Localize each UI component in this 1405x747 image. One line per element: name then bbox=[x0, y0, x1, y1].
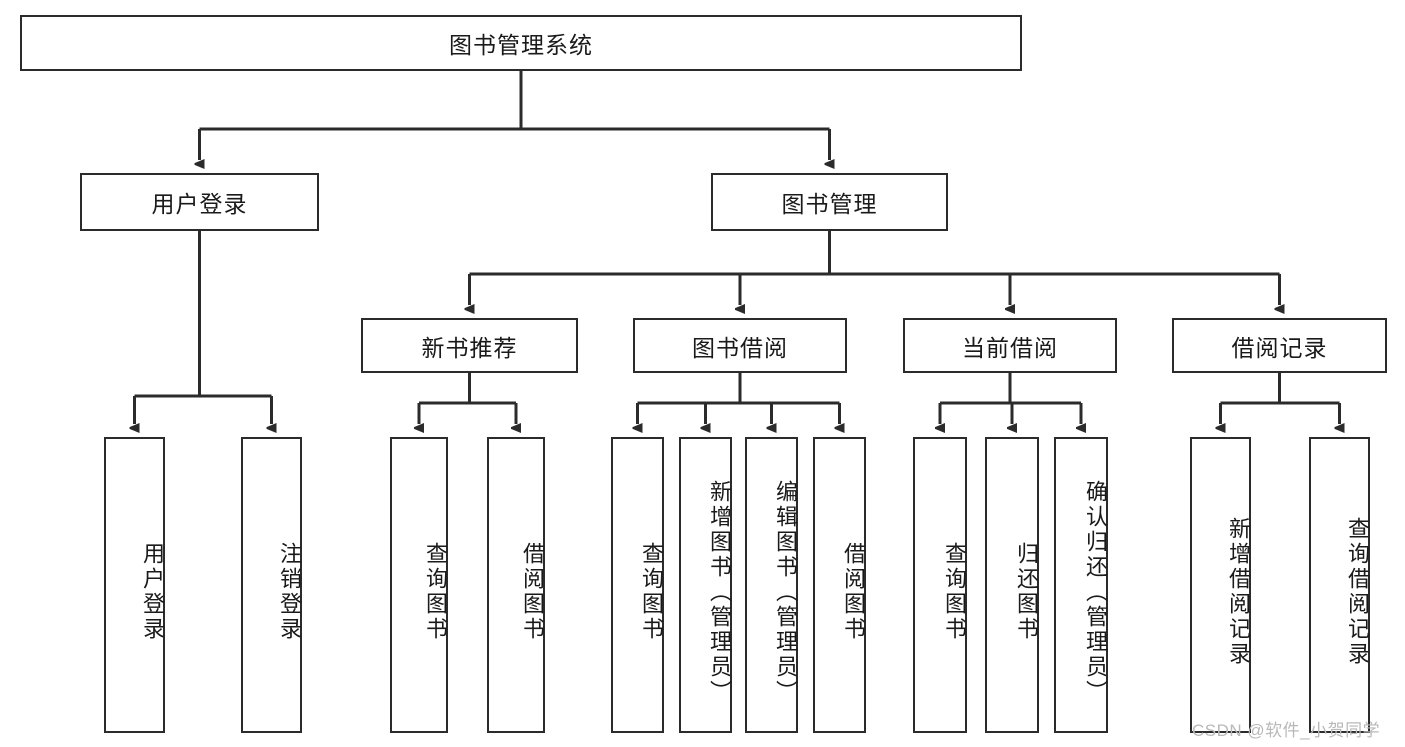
node-leaf-borrow-book-recommend[interactable]: 借阅图书 bbox=[487, 437, 545, 733]
node-leaf-return-book[interactable]: 归还图书 bbox=[985, 437, 1039, 733]
node-book-manage-label: 图书管理 bbox=[781, 191, 878, 217]
node-leaf-confirm-return-admin-label: 确认归还（管理员） bbox=[1083, 479, 1108, 705]
node-leaf-query-book-recommend-label: 查询图书 bbox=[423, 542, 448, 642]
node-leaf-user-login[interactable]: 用户登录 bbox=[104, 437, 165, 733]
node-leaf-add-book-admin[interactable]: 新增图书（管理员） bbox=[679, 437, 732, 733]
node-new-book-recommend[interactable]: 新书推荐 bbox=[361, 318, 578, 373]
node-current-borrow[interactable]: 当前借阅 bbox=[903, 318, 1117, 373]
node-new-book-recommend-label: 新书推荐 bbox=[421, 334, 518, 361]
node-user-login[interactable]: 用户登录 bbox=[80, 173, 319, 231]
node-leaf-add-borrow-record[interactable]: 新增借阅记录 bbox=[1190, 437, 1251, 733]
node-leaf-query-borrow-record[interactable]: 查询借阅记录 bbox=[1309, 437, 1370, 733]
node-borrow-record[interactable]: 借阅记录 bbox=[1172, 318, 1387, 373]
node-book-borrow-label: 图书借阅 bbox=[692, 334, 788, 361]
node-leaf-logout[interactable]: 注销登录 bbox=[241, 437, 302, 733]
node-leaf-query-book-borrow[interactable]: 查询图书 bbox=[611, 437, 664, 733]
node-leaf-add-borrow-record-label: 新增借阅记录 bbox=[1226, 517, 1251, 667]
node-leaf-return-book-label: 归还图书 bbox=[1014, 542, 1039, 642]
node-leaf-query-book-recommend[interactable]: 查询图书 bbox=[390, 437, 448, 733]
node-root[interactable]: 图书管理系统 bbox=[20, 15, 1022, 71]
node-book-manage[interactable]: 图书管理 bbox=[711, 173, 948, 231]
node-borrow-record-label: 借阅记录 bbox=[1231, 334, 1328, 361]
node-leaf-borrow-book[interactable]: 借阅图书 bbox=[813, 437, 866, 733]
node-leaf-confirm-return-admin[interactable]: 确认归还（管理员） bbox=[1054, 437, 1108, 733]
node-leaf-query-borrow-record-label: 查询借阅记录 bbox=[1345, 517, 1370, 667]
node-leaf-query-book-current-label: 查询图书 bbox=[942, 542, 967, 642]
node-leaf-query-book-current[interactable]: 查询图书 bbox=[913, 437, 967, 733]
node-root-label: 图书管理系统 bbox=[449, 32, 593, 58]
node-leaf-edit-book-admin-label: 编辑图书（管理员） bbox=[773, 479, 798, 705]
node-leaf-query-book-borrow-label: 查询图书 bbox=[639, 542, 664, 642]
node-leaf-borrow-book-label: 借阅图书 bbox=[841, 542, 866, 642]
node-book-borrow[interactable]: 图书借阅 bbox=[633, 318, 847, 373]
node-leaf-user-login-label: 用户登录 bbox=[140, 542, 165, 642]
csdn-watermark: CSDN @软件_小贺同学 bbox=[1192, 721, 1381, 740]
node-leaf-add-book-admin-label: 新增图书（管理员） bbox=[707, 479, 732, 705]
node-current-borrow-label: 当前借阅 bbox=[962, 334, 1058, 361]
node-leaf-edit-book-admin[interactable]: 编辑图书（管理员） bbox=[745, 437, 798, 733]
node-user-login-label: 用户登录 bbox=[151, 191, 248, 217]
node-leaf-logout-label: 注销登录 bbox=[277, 542, 302, 642]
node-leaf-borrow-book-recommend-label: 借阅图书 bbox=[520, 542, 545, 642]
